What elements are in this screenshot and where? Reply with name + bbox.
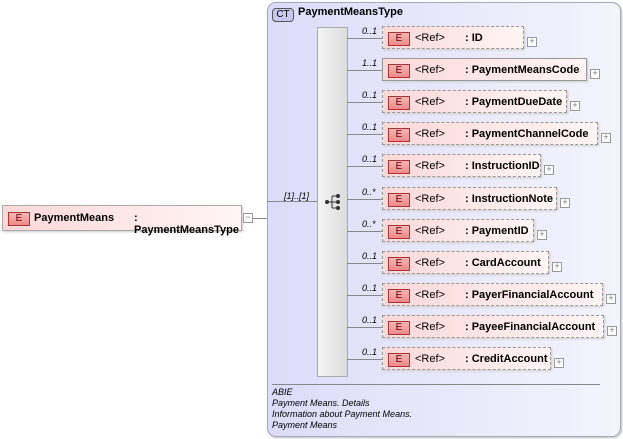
- annotation-line: Payment Means: [272, 420, 338, 430]
- divider: [272, 384, 600, 385]
- root-multiplicity: [1]..[1]: [284, 191, 310, 201]
- child-multiplicity: 0..1: [362, 251, 378, 261]
- child-multiplicity: 0..1: [362, 122, 378, 132]
- child-element[interactable]: E <Ref> : PaymentMeansCode: [382, 58, 587, 81]
- child-multiplicity: 0..*: [362, 219, 376, 229]
- child-multiplicity: 0..1: [362, 154, 378, 164]
- element-badge: E: [388, 32, 410, 46]
- root-element[interactable]: E PaymentMeans : PaymentMeansType: [2, 205, 242, 236]
- child-ref: <Ref>: [415, 64, 445, 76]
- child-name: : CardAccount: [465, 257, 541, 269]
- sequence-icon: [325, 194, 340, 210]
- child-element[interactable]: E <Ref> : PayerFinancialAccount: [382, 283, 603, 306]
- connector-line: [347, 231, 382, 232]
- child-element[interactable]: E <Ref> : InstructionID: [382, 154, 541, 177]
- child-ref: <Ref>: [415, 128, 445, 140]
- child-ref: <Ref>: [415, 321, 445, 333]
- expand-icon[interactable]: +: [570, 101, 580, 111]
- element-badge: E: [388, 289, 410, 303]
- expand-icon[interactable]: +: [537, 230, 547, 240]
- child-multiplicity: 0..1: [362, 347, 378, 357]
- collapse-icon[interactable]: −: [243, 213, 253, 223]
- expand-icon[interactable]: +: [552, 262, 562, 272]
- element-badge: E: [388, 96, 410, 110]
- child-element[interactable]: E <Ref> : PayeeFinancialAccount: [382, 315, 604, 338]
- child-ref: <Ref>: [415, 353, 445, 365]
- expand-icon[interactable]: +: [607, 326, 617, 336]
- connector-line: [347, 134, 382, 135]
- child-multiplicity: 0..1: [362, 315, 378, 325]
- connector-line: [347, 38, 382, 39]
- child-ref: <Ref>: [415, 257, 445, 269]
- child-element[interactable]: E <Ref> : PaymentID: [382, 219, 534, 242]
- element-badge: E: [388, 160, 410, 174]
- complex-type-badge: CT: [272, 8, 294, 22]
- connector-line: [253, 218, 267, 219]
- connector-line: [347, 102, 382, 103]
- expand-icon[interactable]: +: [590, 69, 600, 79]
- child-name: : PayerFinancialAccount: [465, 289, 594, 301]
- root-element-type: : PaymentMeansType: [134, 212, 239, 236]
- connector-line: [347, 327, 382, 328]
- child-name: : PaymentChannelCode: [465, 128, 589, 140]
- child-ref: <Ref>: [415, 32, 445, 44]
- child-element[interactable]: E <Ref> : CreditAccount: [382, 347, 551, 370]
- element-badge: E: [388, 353, 410, 367]
- child-name: : InstructionNote: [465, 193, 553, 205]
- child-ref: <Ref>: [415, 193, 445, 205]
- child-element[interactable]: E <Ref> : CardAccount: [382, 251, 549, 274]
- child-element[interactable]: E <Ref> : PaymentChannelCode: [382, 122, 598, 145]
- connector-line: [347, 359, 382, 360]
- annotation: ABIE Payment Means. Details Information …: [272, 387, 412, 431]
- expand-icon[interactable]: +: [544, 165, 554, 175]
- child-element[interactable]: E <Ref> : InstructionNote: [382, 187, 557, 210]
- child-ref: <Ref>: [415, 225, 445, 237]
- child-multiplicity: 0..1: [362, 26, 378, 36]
- connector-line: [267, 201, 317, 202]
- child-name: : PaymentMeansCode: [465, 64, 580, 76]
- connector-line: [347, 263, 382, 264]
- child-name: : PayeeFinancialAccount: [465, 321, 596, 333]
- element-badge: E: [8, 212, 30, 226]
- sequence-compositor[interactable]: [317, 27, 348, 377]
- root-element-name: PaymentMeans: [34, 212, 115, 224]
- element-badge: E: [388, 257, 410, 271]
- child-element[interactable]: E <Ref> : PaymentDueDate: [382, 90, 567, 113]
- child-multiplicity: 0..*: [362, 187, 376, 197]
- element-badge: E: [388, 193, 410, 207]
- expand-icon[interactable]: +: [601, 133, 611, 143]
- connector-line: [347, 199, 382, 200]
- annotation-line: Information about Payment Means.: [272, 409, 413, 419]
- expand-icon[interactable]: +: [527, 37, 537, 47]
- connector-line: [347, 70, 382, 71]
- child-multiplicity: 1..1: [362, 58, 378, 68]
- child-ref: <Ref>: [415, 289, 445, 301]
- element-badge: E: [388, 321, 410, 335]
- child-name: : CreditAccount: [465, 353, 548, 365]
- annotation-line: Payment Means. Details: [272, 398, 370, 408]
- child-name: : InstructionID: [465, 160, 540, 172]
- annotation-line: ABIE: [272, 387, 293, 397]
- child-multiplicity: 0..1: [362, 90, 378, 100]
- element-badge: E: [388, 225, 410, 239]
- child-name: : PaymentID: [465, 225, 529, 237]
- child-name: : PaymentDueDate: [465, 96, 563, 108]
- child-element[interactable]: E <Ref> : ID: [382, 26, 524, 49]
- complex-type-title: PaymentMeansType: [298, 6, 403, 18]
- child-name: : ID: [465, 32, 483, 44]
- child-ref: <Ref>: [415, 96, 445, 108]
- child-multiplicity: 0..1: [362, 283, 378, 293]
- expand-icon[interactable]: +: [554, 358, 564, 368]
- child-ref: <Ref>: [415, 160, 445, 172]
- element-badge: E: [388, 128, 410, 142]
- connector-line: [347, 166, 382, 167]
- connector-line: [347, 295, 382, 296]
- element-badge: E: [388, 64, 410, 78]
- expand-icon[interactable]: +: [606, 294, 616, 304]
- expand-icon[interactable]: +: [560, 198, 570, 208]
